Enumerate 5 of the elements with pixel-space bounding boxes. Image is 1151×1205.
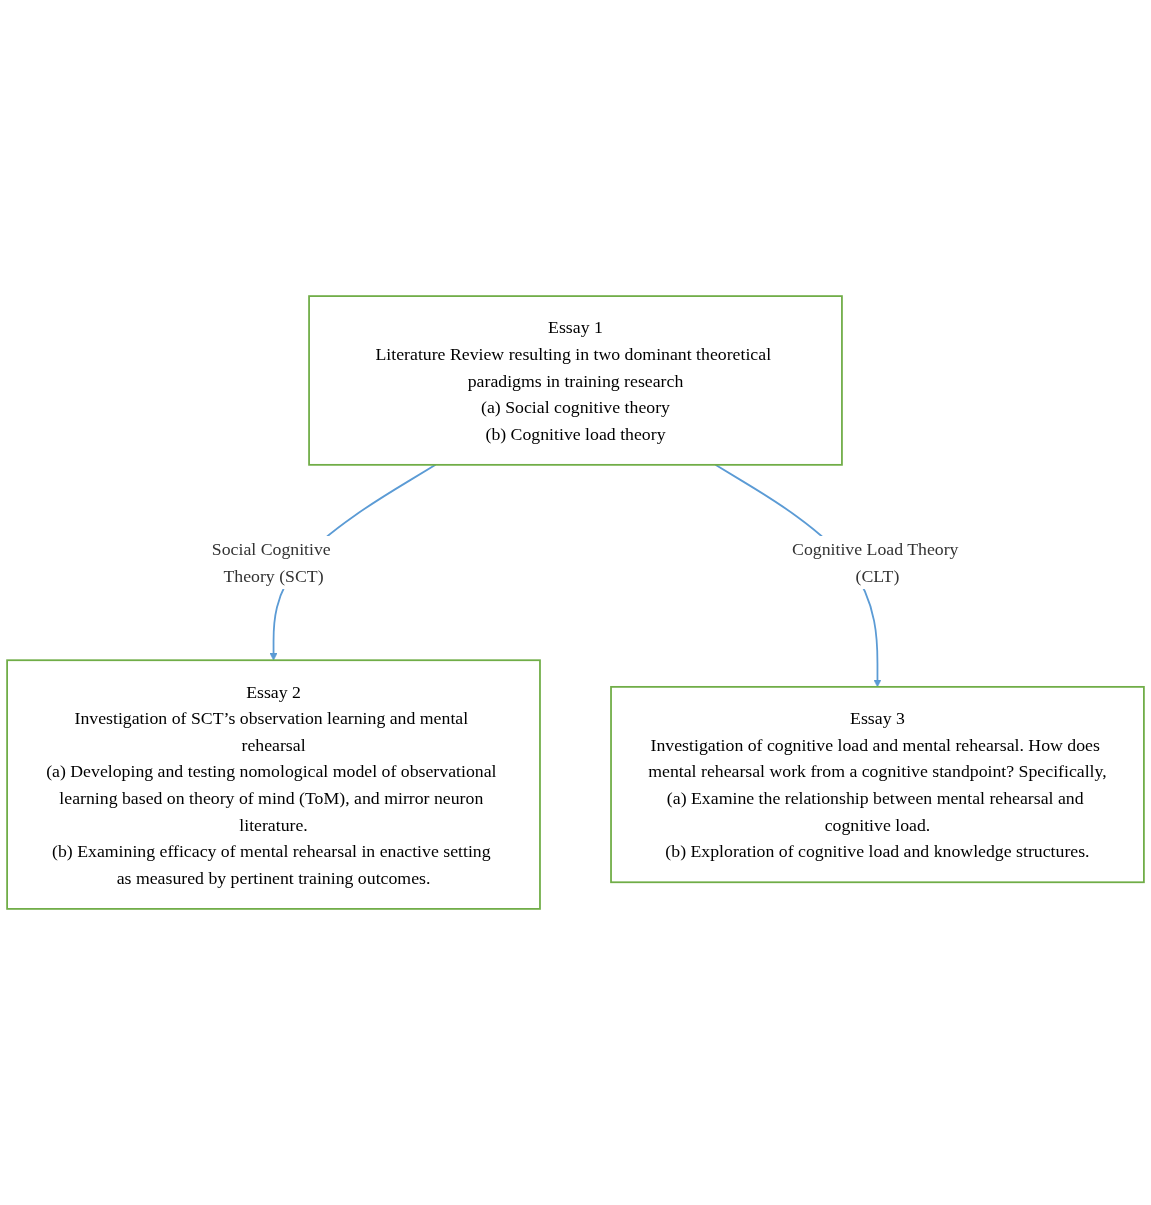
- edge-label: Social Cognitive Theory (SCT): [211, 539, 331, 586]
- edge-label: Cognitive Load Theory (CLT): [792, 539, 959, 586]
- node-box: Essay 1 Literature Review resulting in two dominant theoretical paradigms in training research (a) Social cognitive theory (b) Cognitive load theory: [308, 295, 843, 466]
- node-box: Essay 3 Investigation of cognitive load and mental rehearsal. How does mental rehearsal work from a cognitive standpoint? Specifically, (a) Examine the relationship between mental rehearsal and cognitive load. (b) Exploration of cognitive load and knowledge structures.: [610, 686, 1145, 884]
- node-box: Essay 2 Investigation of SCT’s observation learning and mental rehearsal (a) Developing and testing nomological model of observational learning based on theory of mind (ToM), and mirror neuron literature. (b) Examining efficacy of mental rehearsal in enactive setting as measured by pertinent training outcomes.: [6, 659, 541, 910]
